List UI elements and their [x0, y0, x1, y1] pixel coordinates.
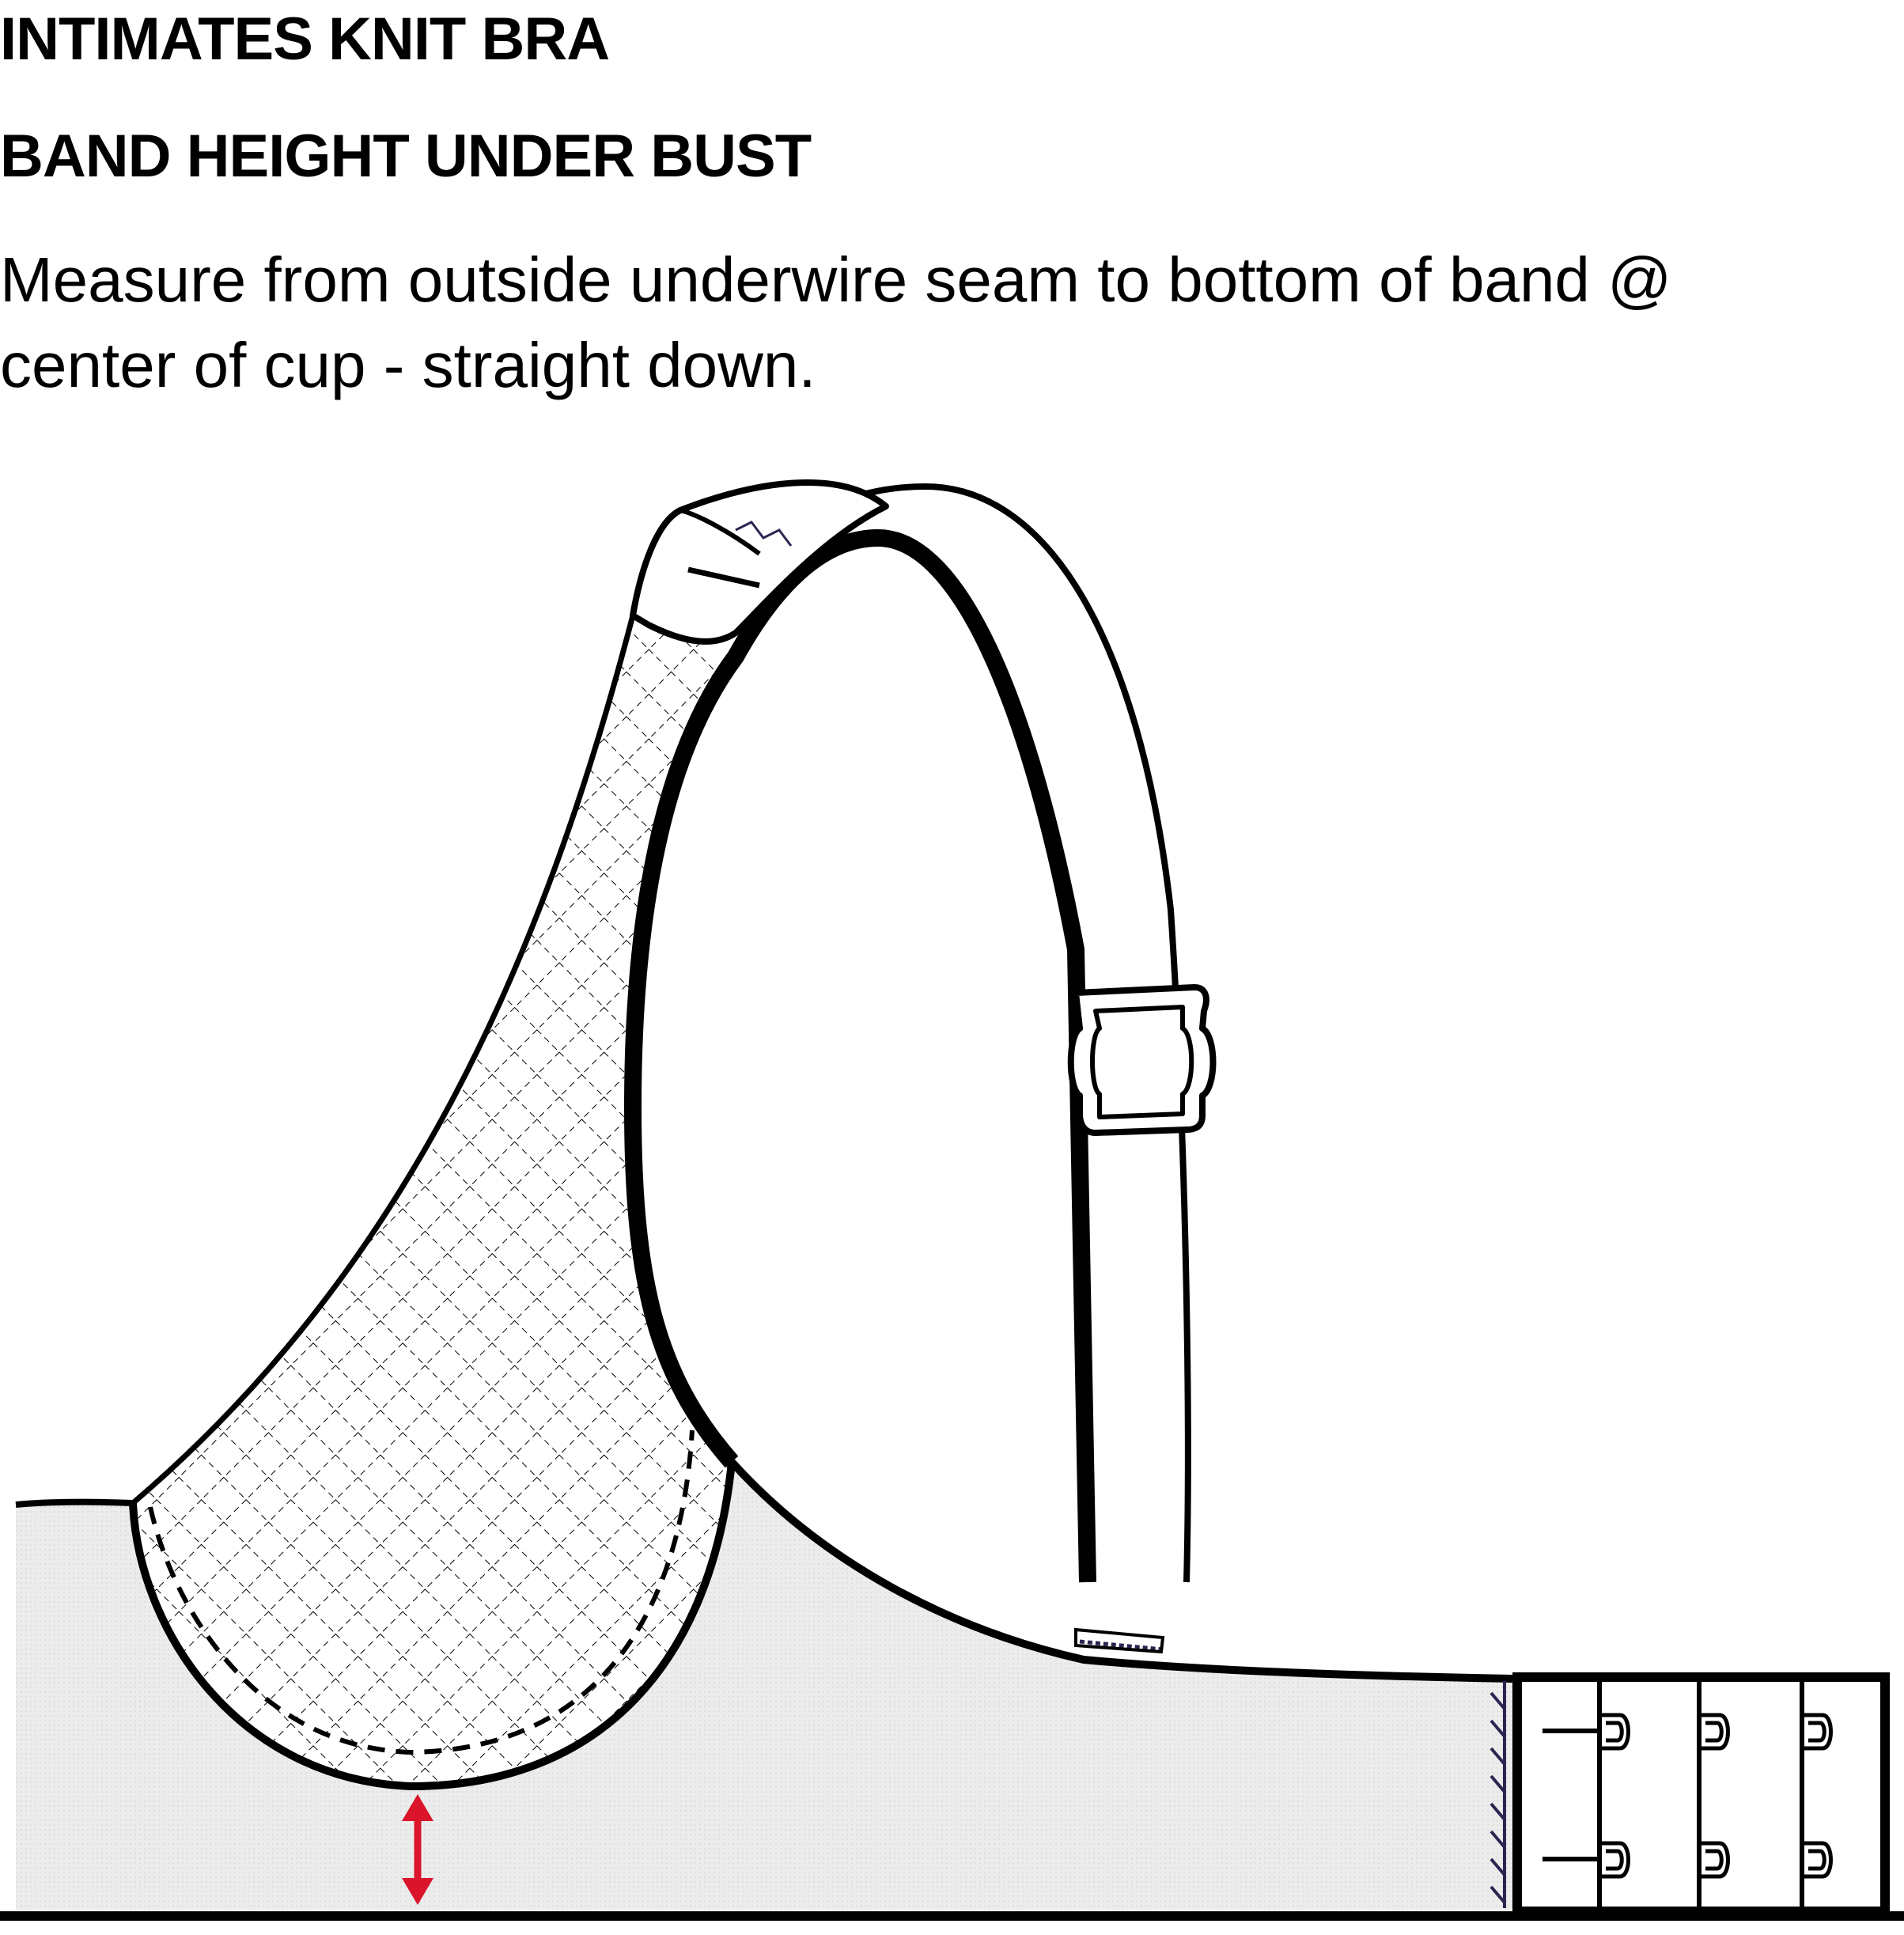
instruction-line-1: Measure from outside underwire seam to b… [0, 244, 1672, 315]
measurement-title: BAND HEIGHT UNDER BUST [0, 123, 812, 190]
strap-loop-bar [687, 566, 760, 589]
strap-slider-icon [1067, 984, 1217, 1136]
band-top-edge [15, 1498, 134, 1508]
underwire-seam [129, 1461, 736, 1791]
band-side-stitch [1490, 1681, 1506, 1908]
strap-inner-edge [624, 529, 1096, 1583]
strap-loop-stitch [735, 521, 793, 547]
instruction-line-2: center of cup - straight down. [0, 330, 816, 400]
hook-eye-closure-icon [1512, 1672, 1890, 1916]
strap-loop [630, 479, 889, 645]
cup-mesh [133, 615, 736, 1786]
strap-base-stitch [1079, 1639, 1164, 1652]
band-side-edge [729, 1459, 1513, 1683]
strap-base [1074, 1627, 1165, 1654]
cup-stitch-line [148, 1429, 695, 1755]
cup-outer-edge [131, 615, 636, 1505]
measure-arrow-icon [402, 1794, 433, 1905]
strap-loop-fold [679, 508, 761, 556]
band-body [16, 1462, 1512, 1910]
product-title: INTIMATES KNIT BRA [0, 6, 610, 73]
instruction-text: Measure from outside underwire seam to b… [0, 237, 1859, 408]
